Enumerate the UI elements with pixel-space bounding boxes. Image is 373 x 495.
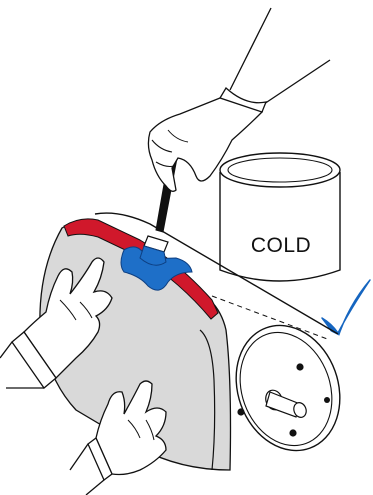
container-label: COLD [251, 234, 311, 257]
cold-container-icon: COLD [220, 153, 340, 281]
